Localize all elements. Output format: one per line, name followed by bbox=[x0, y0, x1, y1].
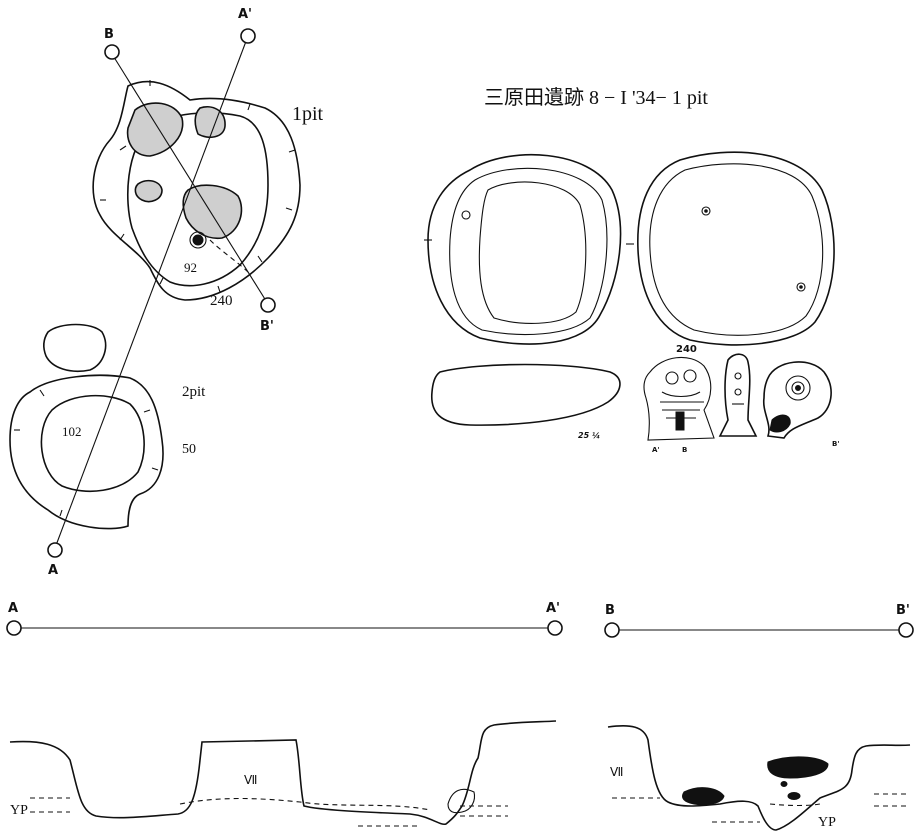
section-aa: A A' Ⅶ YP bbox=[6, 601, 563, 827]
section-bb-end-marker bbox=[898, 622, 914, 638]
point-a-label: A bbox=[48, 563, 58, 578]
artifact-label-b: B bbox=[682, 446, 687, 454]
point-b-label: B bbox=[104, 27, 114, 42]
site-title: 三原田遺跡 8 − I '34− 1 pit bbox=[484, 86, 708, 109]
section-aa-soil-label: YP bbox=[10, 803, 28, 818]
depth-50: 50 bbox=[182, 442, 196, 457]
point-a-prime-label: A' bbox=[238, 7, 252, 22]
figurine-back bbox=[762, 361, 832, 439]
pit2-outer-outline bbox=[9, 374, 164, 530]
depth-240: 240 bbox=[210, 293, 233, 309]
artifact-label-b-prime: B' bbox=[832, 440, 839, 448]
section-bb-dark-deposit-1 bbox=[681, 787, 725, 806]
section-aa-end-marker bbox=[547, 620, 563, 636]
artifact-scale: 25 ¼ bbox=[578, 430, 600, 440]
point-b-prime-label: B' bbox=[260, 319, 274, 334]
section-line-aa bbox=[54, 35, 249, 549]
figurine-side bbox=[718, 353, 758, 437]
marker-a bbox=[47, 542, 63, 558]
section-line-bb bbox=[111, 53, 269, 305]
post-hole-1 bbox=[126, 102, 184, 157]
artifact-left-core bbox=[478, 181, 587, 324]
artifact-left-inner bbox=[449, 167, 608, 336]
pit2-top-blob bbox=[43, 323, 107, 372]
section-bb-layer-line bbox=[612, 793, 908, 823]
figurine-front bbox=[643, 356, 715, 441]
artifact-right-hole-2 bbox=[796, 282, 806, 292]
depth-102: 102 bbox=[62, 424, 82, 439]
section-bb-profile bbox=[607, 724, 911, 831]
section-aa-layer-label: Ⅶ bbox=[244, 773, 257, 787]
section-bb-dark-deposit-3 bbox=[787, 792, 801, 800]
artifact-number: 240 bbox=[676, 344, 697, 355]
section-aa-start-marker bbox=[6, 620, 22, 636]
artifact-right-hole-1 bbox=[701, 206, 711, 216]
artifact-right-inner bbox=[649, 163, 824, 336]
artifact-label-a: A' bbox=[652, 446, 660, 454]
artifact-profile bbox=[430, 363, 621, 426]
section-aa-layer-line bbox=[30, 797, 508, 827]
pit1-label: 1pit bbox=[292, 103, 324, 125]
section-bb-end-label: B' bbox=[896, 603, 910, 618]
section-bb: B B' Ⅶ YP bbox=[604, 603, 914, 831]
artifact-drawing: 三原田遺跡 8 − I '34− 1 pit bbox=[424, 86, 839, 454]
pit1-tick-marks bbox=[100, 80, 296, 293]
small-pit-ring bbox=[189, 231, 207, 249]
section-bb-start-label: B bbox=[605, 603, 615, 618]
artifact-right-hole-2-dot bbox=[799, 285, 803, 289]
section-bb-layer-label: Ⅶ bbox=[610, 765, 623, 779]
artifact-left-hole bbox=[461, 210, 471, 220]
marker-b-prime bbox=[260, 297, 276, 313]
section-aa-small-lens bbox=[447, 788, 476, 814]
pit2-inner-outline bbox=[40, 394, 145, 492]
depth-92: 92 bbox=[184, 260, 197, 275]
pit2-tick-marks bbox=[14, 389, 159, 517]
pit1-dashed-edge bbox=[209, 239, 251, 275]
marker-a-prime bbox=[240, 28, 256, 44]
section-aa-profile bbox=[9, 720, 557, 826]
pit2-label: 2pit bbox=[182, 384, 206, 400]
section-bb-start-marker bbox=[604, 622, 620, 638]
section-bb-dark-deposit-4 bbox=[780, 781, 788, 787]
section-aa-start-label: A bbox=[8, 601, 18, 616]
post-hole-4 bbox=[182, 184, 243, 240]
section-bb-dark-deposit-2 bbox=[767, 756, 829, 779]
artifact-right-outer bbox=[637, 151, 835, 346]
post-hole-3 bbox=[134, 179, 163, 203]
artifact-right-hole-1-dot bbox=[704, 209, 708, 213]
small-pit bbox=[192, 234, 204, 246]
marker-b bbox=[104, 44, 120, 60]
plan-view: A A' B B' 1pit 2pit 92 240 102 50 bbox=[9, 7, 324, 578]
pit1-outer-outline bbox=[92, 80, 301, 301]
post-hole-2 bbox=[194, 106, 226, 139]
section-bb-soil-label: YP bbox=[818, 815, 836, 830]
section-aa-end-label: A' bbox=[546, 601, 560, 616]
